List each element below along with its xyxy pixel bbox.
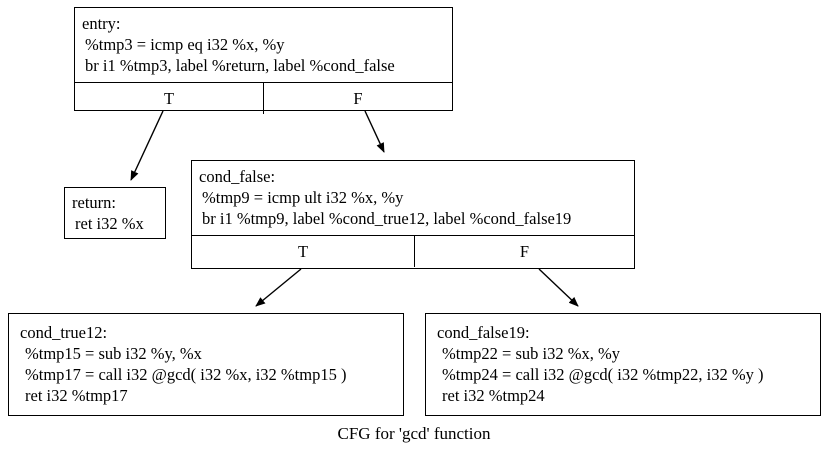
diagram-caption: CFG for 'gcd' function (337, 424, 491, 443)
node-cond-false-port-false[interactable]: F (414, 236, 634, 267)
node-cond-false[interactable]: cond_false: %tmp9 = icmp ult i32 %x, %y … (191, 160, 635, 269)
node-cond-false-line-0: %tmp9 = icmp ult i32 %x, %y (202, 188, 404, 207)
node-cond-false19-line-2: ret i32 %tmp24 (442, 386, 545, 405)
node-cond-true12-line-1: %tmp17 = call i32 @gcd( i32 %x, i32 %tmp… (25, 365, 347, 384)
edge-entry-false-to-cond-false (364, 110, 385, 153)
node-cond-true12-line-0: %tmp15 = sub i32 %y, %x (25, 344, 202, 363)
node-entry-body: entry: %tmp3 = icmp eq i32 %x, %y br i1 … (75, 8, 452, 82)
node-entry-ports: T F (75, 82, 452, 114)
node-entry-line-0: %tmp3 = icmp eq i32 %x, %y (85, 35, 285, 54)
node-return-label: return: (72, 193, 116, 212)
node-cond-false19-line-0: %tmp22 = sub i32 %x, %y (442, 344, 620, 363)
node-entry-label: entry: (82, 14, 121, 33)
node-return-body: return: ret i32 %x (65, 188, 165, 240)
node-cond-true12-label: cond_true12: (20, 323, 108, 342)
node-entry-port-true[interactable]: T (163, 88, 175, 108)
edge-cond-false-true-to-cond-true12 (255, 268, 302, 307)
node-cond-false-port-true[interactable]: T (297, 241, 309, 261)
node-cond-false19[interactable]: cond_false19: %tmp22 = sub i32 %x, %y %t… (425, 313, 821, 416)
edge-entry-true-to-return (130, 110, 164, 181)
node-cond-false19-label: cond_false19: (437, 323, 530, 342)
node-cond-false19-line-1: %tmp24 = call i32 @gcd( i32 %tmp22, i32 … (442, 365, 764, 384)
node-cond-false-label: cond_false: (199, 167, 276, 186)
node-entry-port-false[interactable]: F (263, 83, 452, 114)
node-cond-false19-body: cond_false19: %tmp22 = sub i32 %x, %y %t… (426, 314, 820, 412)
edge-cond-false-false-to-cond-false19 (538, 268, 579, 307)
node-entry[interactable]: entry: %tmp3 = icmp eq i32 %x, %y br i1 … (74, 7, 453, 114)
node-return[interactable]: return: ret i32 %x (64, 187, 166, 239)
node-cond-true12-line-2: ret i32 %tmp17 (25, 386, 128, 405)
node-cond-true12-body: cond_true12: %tmp15 = sub i32 %y, %x %tm… (9, 314, 403, 412)
node-entry-line-1: br i1 %tmp3, label %return, label %cond_… (85, 56, 395, 75)
node-cond-true12[interactable]: cond_true12: %tmp15 = sub i32 %y, %x %tm… (8, 313, 404, 416)
node-cond-false-line-1: br i1 %tmp9, label %cond_true12, label %… (202, 209, 572, 228)
node-return-line-0: ret i32 %x (75, 214, 144, 233)
node-cond-false-body: cond_false: %tmp9 = icmp ult i32 %x, %y … (192, 161, 634, 235)
node-cond-false-ports: T F (192, 235, 634, 267)
